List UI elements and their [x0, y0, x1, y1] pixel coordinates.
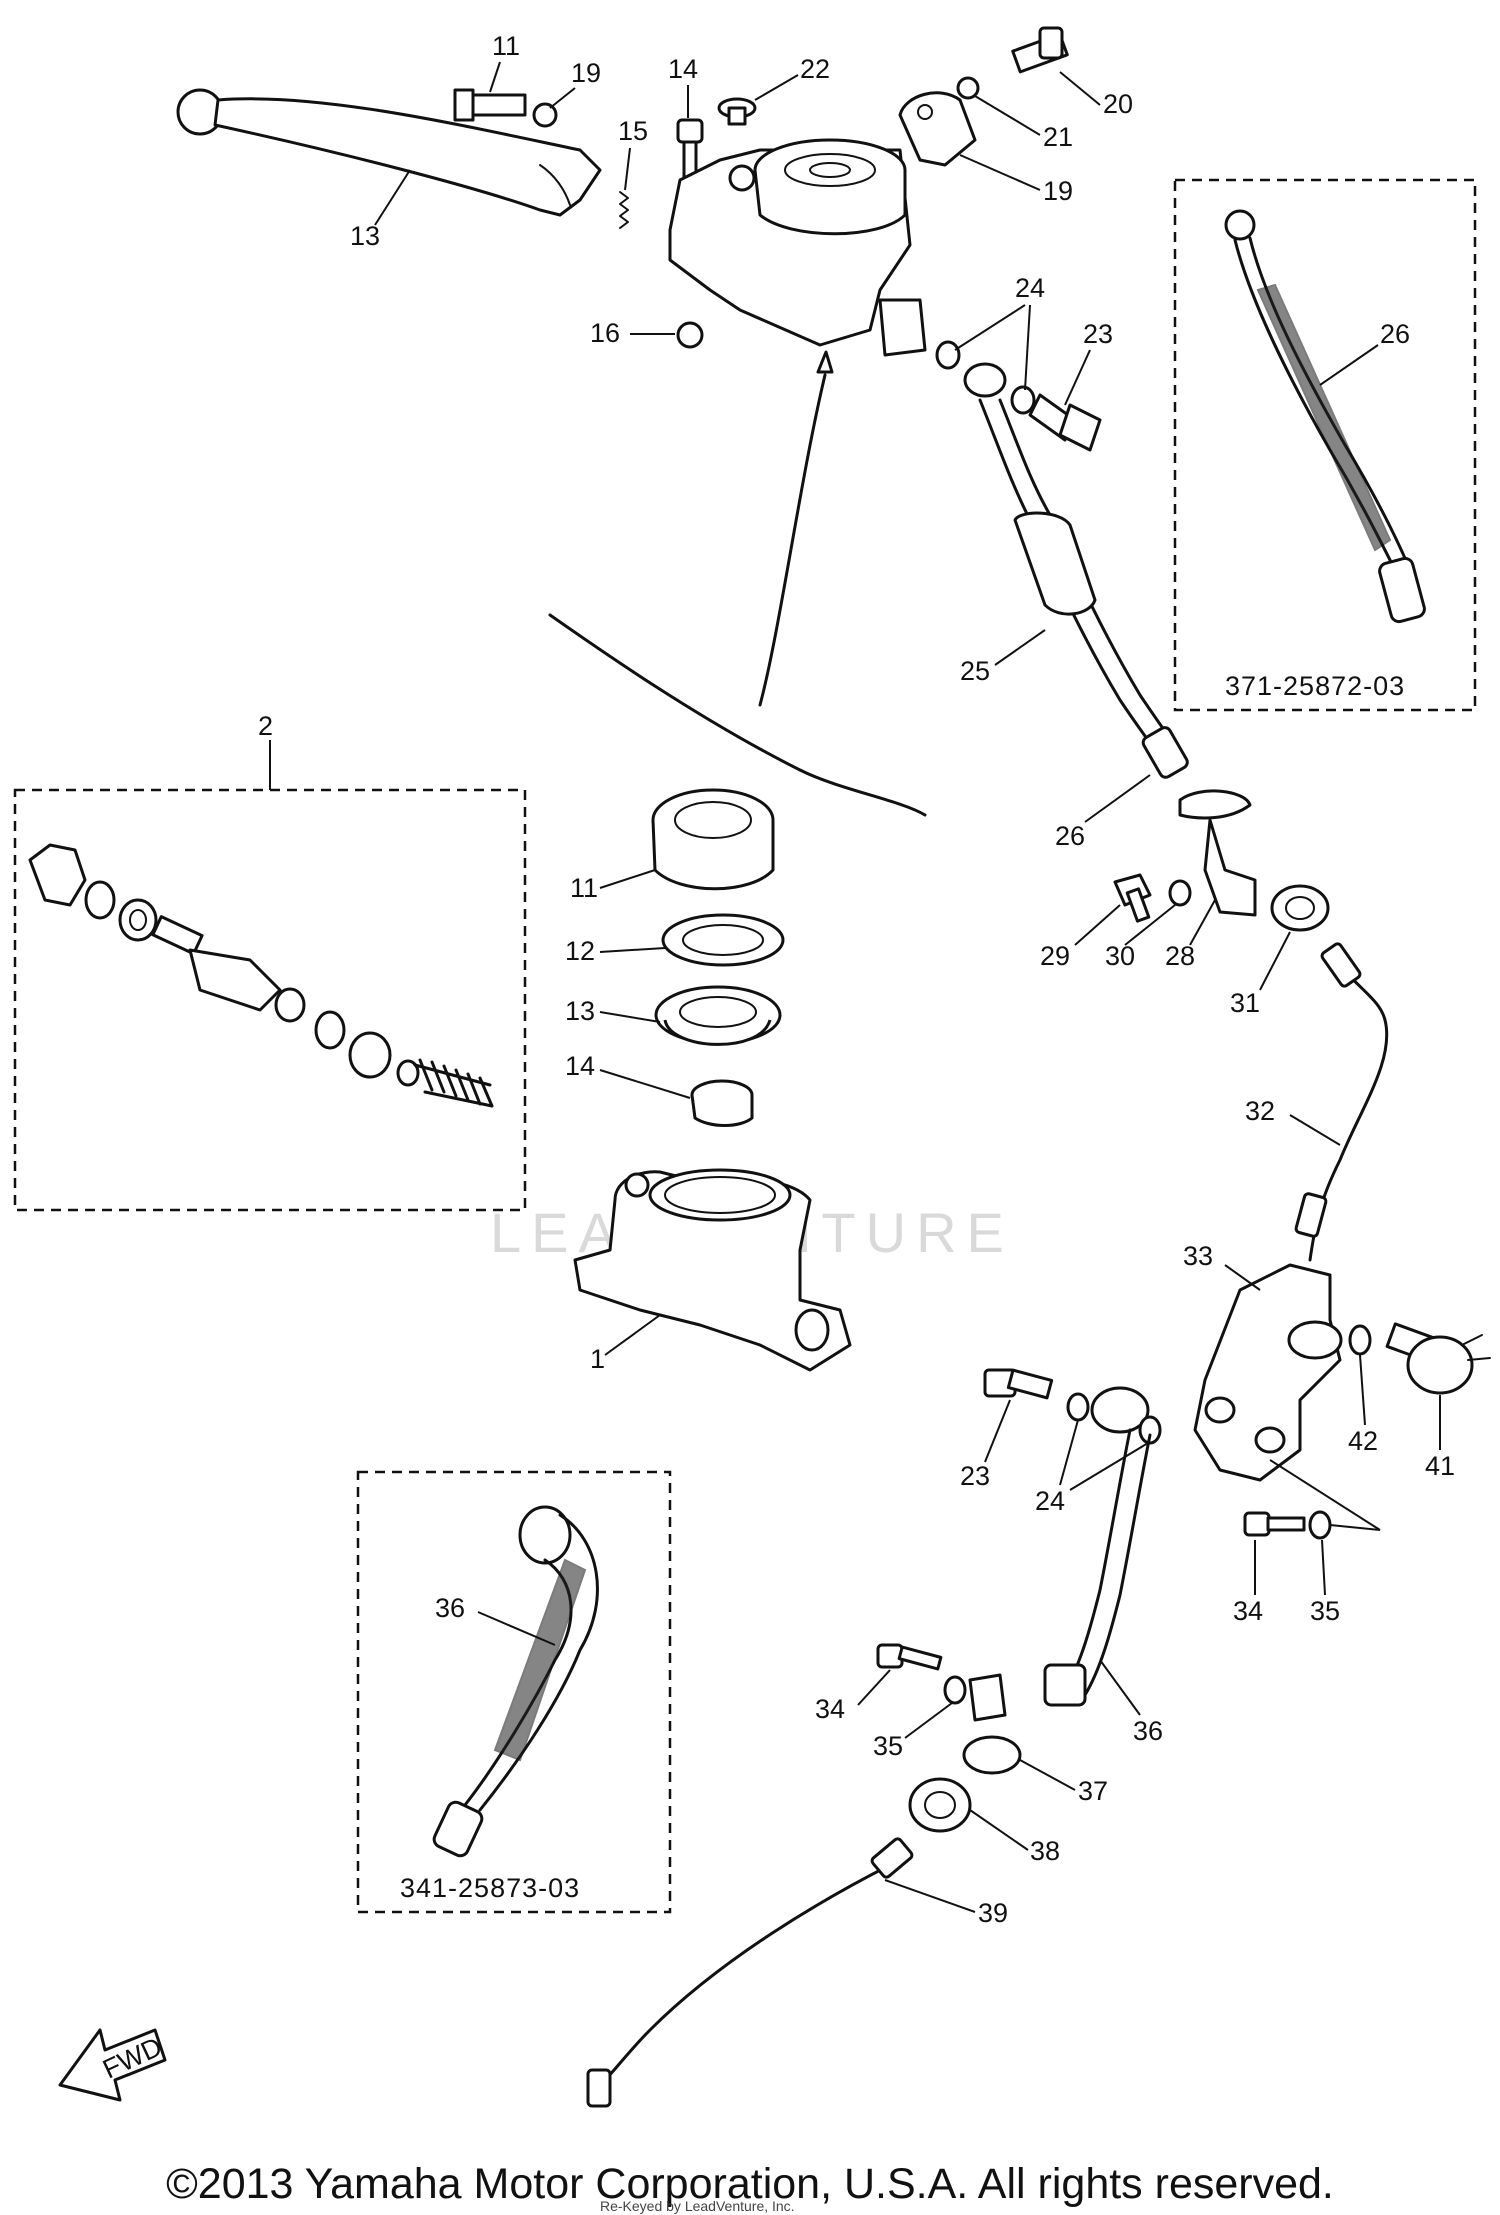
mount-washer-right — [1308, 1510, 1332, 1540]
lever-nut — [532, 102, 558, 128]
clamp-bolt — [1011, 26, 1069, 74]
upper-union-bolt — [1028, 393, 1102, 452]
grommet-ring — [962, 1735, 1022, 1775]
hose-variant-upper — [1224, 209, 1426, 624]
diaphragm-plate — [661, 913, 785, 967]
upper-union-washer — [935, 340, 961, 370]
lever-bolt — [453, 88, 527, 122]
callout-14: 14 — [565, 1051, 595, 1081]
credit-notice: Re-Keyed by LeadVenture, Inc. — [600, 2198, 795, 2214]
inset-upper-label: 371-25872-03 — [1225, 671, 1405, 701]
callout-32: 31 — [1230, 988, 1260, 1018]
callout-17: 19 — [571, 58, 601, 88]
brake-pipe-lower — [586, 1837, 914, 2108]
brake-hose-upper — [978, 398, 1189, 779]
callout-36-left: 35 — [873, 1731, 903, 1761]
reservoir-cap — [651, 788, 775, 891]
hose-variant-lower — [432, 1505, 599, 1858]
mount-washer-left — [943, 1675, 967, 1705]
master-cylinder-body — [573, 1168, 852, 1372]
assembly-arrow — [548, 350, 927, 817]
callout-13: 13 — [565, 996, 595, 1026]
callout-12: 12 — [565, 936, 595, 966]
callout-1: 1 — [590, 1344, 605, 1374]
callout-26-upper: 24 — [1015, 273, 1045, 303]
callout-28: 26 — [1055, 821, 1085, 851]
callout-30: 29 — [1040, 941, 1070, 971]
callout-41: 41 — [1425, 1451, 1455, 1481]
callout-23: 21 — [1043, 122, 1073, 152]
callout-2: 2 — [258, 711, 273, 741]
upper-union-washer-2 — [1010, 385, 1036, 415]
callout-25-lower: 23 — [960, 1461, 990, 1491]
copyright-notice: ©2013 Yamaha Motor Corporation, U.S.A. A… — [166, 2160, 1334, 2208]
bracket-washer — [1168, 879, 1192, 907]
inset-hose-variant-upper — [1173, 178, 1477, 712]
callout-21: 19 — [1043, 176, 1073, 206]
master-cylinder-upper — [668, 138, 927, 357]
brake-hose-lower — [1043, 1428, 1152, 1707]
upper-banjo — [963, 362, 1007, 398]
callout-18: 15 — [618, 116, 648, 146]
grommet — [908, 1777, 972, 1833]
brake-pipe — [1294, 942, 1389, 1262]
callout-28-inset: 26 — [1380, 319, 1410, 349]
piston-kit — [28, 843, 494, 1108]
callout-24: 22 — [800, 54, 830, 84]
callout-37-inset: 36 — [435, 1593, 465, 1623]
lower-banjo — [1090, 1386, 1150, 1434]
callout-42: 42 — [1348, 1426, 1378, 1456]
callout-15: 13 — [350, 221, 380, 251]
inset-hose-variant-lower — [356, 1470, 672, 1914]
clamp-washer — [956, 76, 980, 100]
callout-36-right: 35 — [1310, 1596, 1340, 1626]
callout-39: 38 — [1030, 1836, 1060, 1866]
brake-lever — [176, 88, 602, 217]
inset-lower-label: 341-25873-03 — [400, 1873, 580, 1903]
callout-35-left: 34 — [815, 1694, 845, 1724]
callout-33: 32 — [1245, 1096, 1275, 1126]
callout-37: 36 — [1133, 1716, 1163, 1746]
hose-bracket — [1178, 789, 1257, 917]
callout-19: 14 — [668, 54, 698, 84]
hose-clip — [968, 1673, 1007, 1722]
callout-34: 33 — [1183, 1241, 1213, 1271]
brake-light-switch — [1385, 1322, 1491, 1395]
callout-31: 30 — [1105, 941, 1135, 971]
callout-25-upper: 23 — [1083, 319, 1113, 349]
callout-38: 37 — [1078, 1776, 1108, 1806]
callout-29: 28 — [1165, 941, 1195, 971]
handlebar-clamp — [898, 91, 977, 167]
callouts: 11 19 14 22 20 21 19 15 13 16 24 23 26 2… — [258, 31, 1455, 1928]
diaphragm — [654, 985, 782, 1046]
switch-washer — [1348, 1324, 1372, 1356]
forward-arrow-icon: FWD — [58, 2028, 167, 2102]
pivot-nut — [676, 321, 704, 349]
lower-union-washer — [1066, 1392, 1090, 1422]
callout-27: 25 — [960, 656, 990, 686]
three-way-joint — [1193, 1263, 1343, 1482]
callout-16: 11 — [492, 31, 520, 61]
hose-joint — [1270, 884, 1330, 932]
callout-11: 11 — [570, 873, 598, 903]
mount-bolt-left — [876, 1643, 943, 1671]
callout-40: 39 — [978, 1898, 1008, 1928]
reservoir-cap-screw — [717, 97, 757, 126]
callout-26-lower: 24 — [1035, 1486, 1065, 1516]
callout-20: 16 — [590, 318, 620, 348]
float — [690, 1079, 754, 1127]
callout-22: 20 — [1103, 89, 1133, 119]
mount-bolt-right — [1243, 1511, 1306, 1537]
callout-35-right: 34 — [1233, 1596, 1263, 1626]
lower-union-washer-2 — [1138, 1415, 1162, 1445]
lever-spring — [619, 191, 629, 229]
bracket-bolt — [1113, 873, 1152, 923]
lower-union-bolt — [983, 1368, 1054, 1400]
